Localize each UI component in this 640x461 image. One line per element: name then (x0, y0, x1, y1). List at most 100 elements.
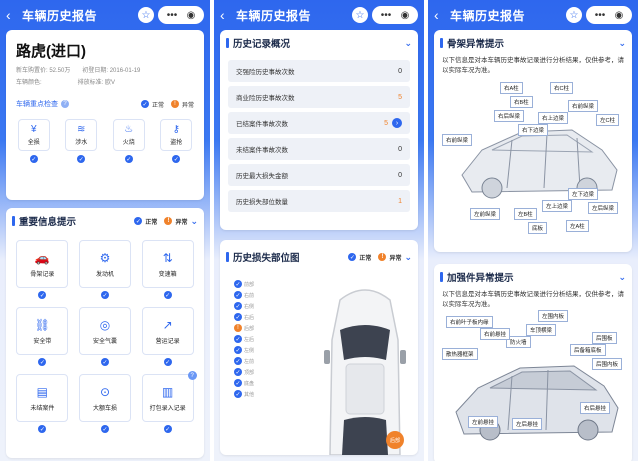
grid-item[interactable]: ▤未结案件✓ (14, 374, 71, 433)
frame-card: 骨架异常提示 ⌄ 以下信息是对本车辆历史事故记录进行分析结果，仅供参考，请以实际… (434, 30, 632, 252)
check-item[interactable]: ≋涉水 ✓ (65, 119, 98, 163)
star-icon[interactable]: ☆ (352, 7, 368, 23)
help-icon[interactable]: ? (61, 100, 69, 108)
part-item[interactable]: ✓其他 (234, 390, 255, 398)
grid-item[interactable]: ⊙大额车损✓ (77, 374, 134, 433)
help-icon[interactable]: ? (187, 371, 197, 380)
reinforce-figure: 右前叶子板内缘 左围内板 后围板 防火墙 车顶横梁 右前悬挂 后备箱底板 散热器… (442, 310, 624, 454)
part-label: 后围板 (592, 332, 617, 344)
menu-capsule[interactable]: ••• ◉ (372, 6, 418, 24)
stat-value: 1 (398, 197, 402, 205)
grid-label: 未结案件 (30, 405, 55, 412)
grid-item[interactable]: ◎安全气囊✓ (77, 307, 134, 366)
section-bar (226, 38, 229, 48)
part-label: 左前悬挂 (468, 416, 499, 428)
section-header: 重要信息提示 ✓正常 !异常 ⌄ (6, 208, 204, 234)
part-item[interactable]: ✓左前 (234, 357, 255, 365)
total-loss-icon: ¥ (30, 124, 37, 135)
stat-label: 未结案件事故次数 (236, 147, 288, 154)
back-button[interactable]: ‹ (6, 7, 11, 23)
section-bar (440, 38, 443, 48)
check-item[interactable]: ♨火烧 ✓ (112, 119, 145, 163)
grid-item[interactable]: 🚗骨架记录✓ (14, 240, 71, 299)
target-icon[interactable]: ◉ (614, 9, 624, 21)
stat-label: 已结案件事故次数 (236, 121, 288, 128)
part-label: 散热器框架 (442, 348, 478, 360)
check-label: 火烧 (122, 140, 135, 146)
part-label: 右后悬挂 (580, 402, 611, 414)
part-item[interactable]: ✓左后 (234, 335, 255, 343)
grid-item[interactable]: ⚙发动机✓ (77, 240, 134, 299)
check-label: 盗抢 (170, 140, 183, 146)
menu-capsule[interactable]: ••• ◉ (586, 6, 632, 24)
key-checks: ¥全损 ✓ ≋涉水 ✓ ♨火烧 ✓ ⚷盗抢 ✓ (6, 113, 204, 171)
alert-icon: ! (164, 217, 173, 225)
top-bar: ‹ 车辆历史报告 ☆ ••• ◉ (214, 0, 424, 30)
check-item[interactable]: ⚷盗抢 ✓ (160, 119, 193, 163)
check-icon: ✓ (77, 155, 86, 163)
part-item[interactable]: !后部 (234, 324, 254, 332)
grid-label: 安全气囊 (92, 338, 117, 345)
chevron-down-icon[interactable]: ⌄ (618, 37, 626, 48)
damage-part-list: ✓前部 ✓右前 ✓右侧 ✓右后 !后部 ✓左后 ✓左侧 ✓左前 ✓顶部 ✓底盘 … (234, 280, 254, 398)
part-item[interactable]: ✓右后 (234, 313, 255, 321)
part-label: 车顶横梁 (526, 324, 557, 336)
chevron-down-icon[interactable]: ⌄ (190, 215, 198, 226)
part-label: 左下边梁 (568, 188, 599, 200)
top-bar: ‹ 车辆历史报告 ☆ ••• ◉ (428, 0, 638, 30)
target-icon[interactable]: ◉ (186, 9, 196, 21)
stat-label: 历史损失部位数量 (236, 199, 288, 206)
part-item[interactable]: ✓底盘 (234, 379, 255, 387)
star-icon[interactable]: ☆ (566, 7, 582, 23)
part-item[interactable]: ✓顶部 (234, 368, 255, 376)
inspect-label: 车辆重点检查 (16, 101, 58, 108)
part-label: 右前悬挂 (480, 328, 511, 340)
car-title: 路虎(进口) (16, 43, 86, 60)
legend: ✓正常 !异常 (140, 100, 194, 109)
part-item[interactable]: ✓右侧 (234, 302, 255, 310)
part-label: 右A柱 (500, 82, 523, 94)
chevron-down-icon[interactable]: ⌄ (404, 37, 412, 48)
more-icon[interactable]: ••• (380, 9, 392, 21)
back-button[interactable]: ‹ (434, 7, 439, 23)
stat-value: 0 (398, 171, 402, 179)
part-item[interactable]: ✓左侧 (234, 346, 255, 354)
part-label: 左上边梁 (542, 200, 573, 212)
grid-item[interactable]: ⛓安全带✓ (14, 307, 71, 366)
section-title: 历史记录概况 (233, 39, 291, 50)
more-icon[interactable]: ••• (166, 9, 178, 21)
check-icon: ✓ (163, 425, 172, 433)
alert-icon: ! (170, 100, 179, 108)
part-item[interactable]: ✓右前 (234, 291, 255, 299)
meta-row: 车辆颜色: 排放标准: 欧V (6, 77, 204, 89)
section-title: 重要信息提示 (19, 217, 77, 228)
part-label: 后围内板 (592, 358, 623, 370)
more-icon[interactable]: ••• (594, 9, 606, 21)
part-label: 右前叶子板内缘 (446, 316, 493, 328)
reinforce-card: 加强件异常提示 ⌄ 以下信息是对本车辆历史事故记录进行分析结果，仅供参考，请以实… (434, 264, 632, 461)
grid-item[interactable]: ↗营运记录✓ (139, 307, 196, 366)
part-item[interactable]: ✓前部 (234, 280, 255, 288)
grid-item[interactable]: ?▥打包录入记录✓ (139, 371, 197, 433)
chevron-right-icon[interactable]: › (392, 118, 402, 128)
check-item[interactable]: ¥全损 ✓ (17, 119, 50, 163)
part-label: 左围内板 (538, 310, 569, 322)
chevron-down-icon[interactable]: ⌄ (618, 271, 626, 282)
rear-damage-badge[interactable]: 后部 (386, 431, 404, 449)
chevron-down-icon[interactable]: ⌄ (404, 251, 412, 262)
car-frame-icon: 🚗 (34, 250, 50, 265)
section-header: 历史记录概况 ⌄ (220, 30, 418, 56)
check-icon: ✓ (163, 291, 172, 299)
part-label: 左后纵梁 (588, 202, 619, 214)
top-bar: ‹ 车辆历史报告 ☆ ••• ◉ (0, 0, 210, 30)
star-icon[interactable]: ☆ (138, 7, 154, 23)
target-icon[interactable]: ◉ (400, 9, 410, 21)
menu-capsule[interactable]: ••• ◉ (158, 6, 204, 24)
grid-item[interactable]: ⇅变速箱✓ (139, 240, 196, 299)
back-button[interactable]: ‹ (220, 7, 225, 23)
